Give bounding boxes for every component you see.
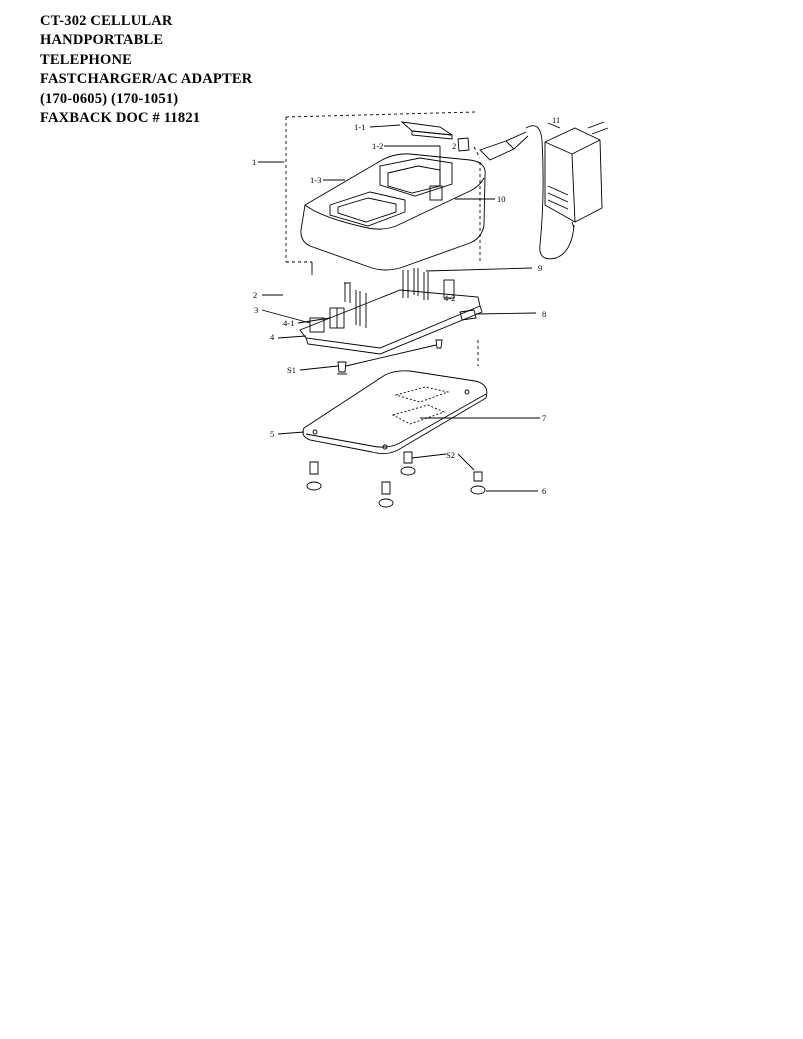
part-10-dc-plug bbox=[473, 125, 575, 262]
part-6-rubber-feet bbox=[306, 451, 486, 508]
callout-3: 3 bbox=[254, 305, 258, 315]
title-part-numbers: (170-0605) (170-1051) bbox=[40, 90, 179, 107]
callout-9: 9 bbox=[538, 263, 542, 273]
callout-4: 4 bbox=[270, 332, 275, 342]
title-product: FASTCHARGER/AC ADAPTER bbox=[40, 71, 253, 88]
title-type: HANDPORTABLE bbox=[40, 32, 164, 49]
part-1-3-charger-housing bbox=[300, 153, 486, 275]
callout-2-left: 2 bbox=[253, 290, 257, 300]
screw-s1 bbox=[337, 339, 443, 375]
callout-labels: 1 1-1 1-2 1-3 2 10 11 9 2 3 4-1 4-2 8 4 … bbox=[252, 115, 560, 496]
title-model: CT-302 CELLULAR bbox=[40, 13, 173, 29]
callout-6: 6 bbox=[542, 486, 546, 496]
callout-1-3: 1-3 bbox=[310, 175, 321, 185]
callout-1: 1 bbox=[252, 157, 256, 167]
part-7-label-pad bbox=[391, 386, 450, 425]
callout-s2: S2 bbox=[446, 450, 455, 460]
part-1-2-clip bbox=[457, 137, 470, 152]
part-5-base-plate bbox=[302, 370, 488, 455]
title-doc-number: FAXBACK DOC # 11821 bbox=[40, 110, 201, 127]
callout-4-1: 4-1 bbox=[283, 318, 294, 328]
part-1-1-cap bbox=[400, 121, 453, 140]
leader-lines bbox=[258, 122, 561, 492]
callout-1-2: 1-2 bbox=[372, 141, 383, 151]
callout-11: 11 bbox=[552, 115, 560, 125]
callout-8: 8 bbox=[542, 309, 546, 319]
part-4-circuit-board bbox=[299, 279, 483, 355]
callout-4-2: 4-2 bbox=[444, 293, 455, 303]
part-11-ac-adapter bbox=[544, 121, 609, 229]
part-2-spring-pins bbox=[344, 268, 429, 328]
callout-5: 5 bbox=[270, 429, 274, 439]
document-title: CT-302 CELLULAR HANDPORTABLE TELEPHONE F… bbox=[40, 12, 252, 128]
title-device: TELEPHONE bbox=[40, 51, 133, 68]
callout-10: 10 bbox=[497, 194, 506, 204]
callout-s1: S1 bbox=[287, 365, 296, 375]
callout-2-top: 2 bbox=[452, 141, 456, 151]
callout-1-1: 1-1 bbox=[354, 122, 365, 132]
part-4-1-connector bbox=[329, 307, 345, 329]
assembly-1-bracket bbox=[285, 111, 476, 263]
callout-7: 7 bbox=[542, 413, 546, 423]
